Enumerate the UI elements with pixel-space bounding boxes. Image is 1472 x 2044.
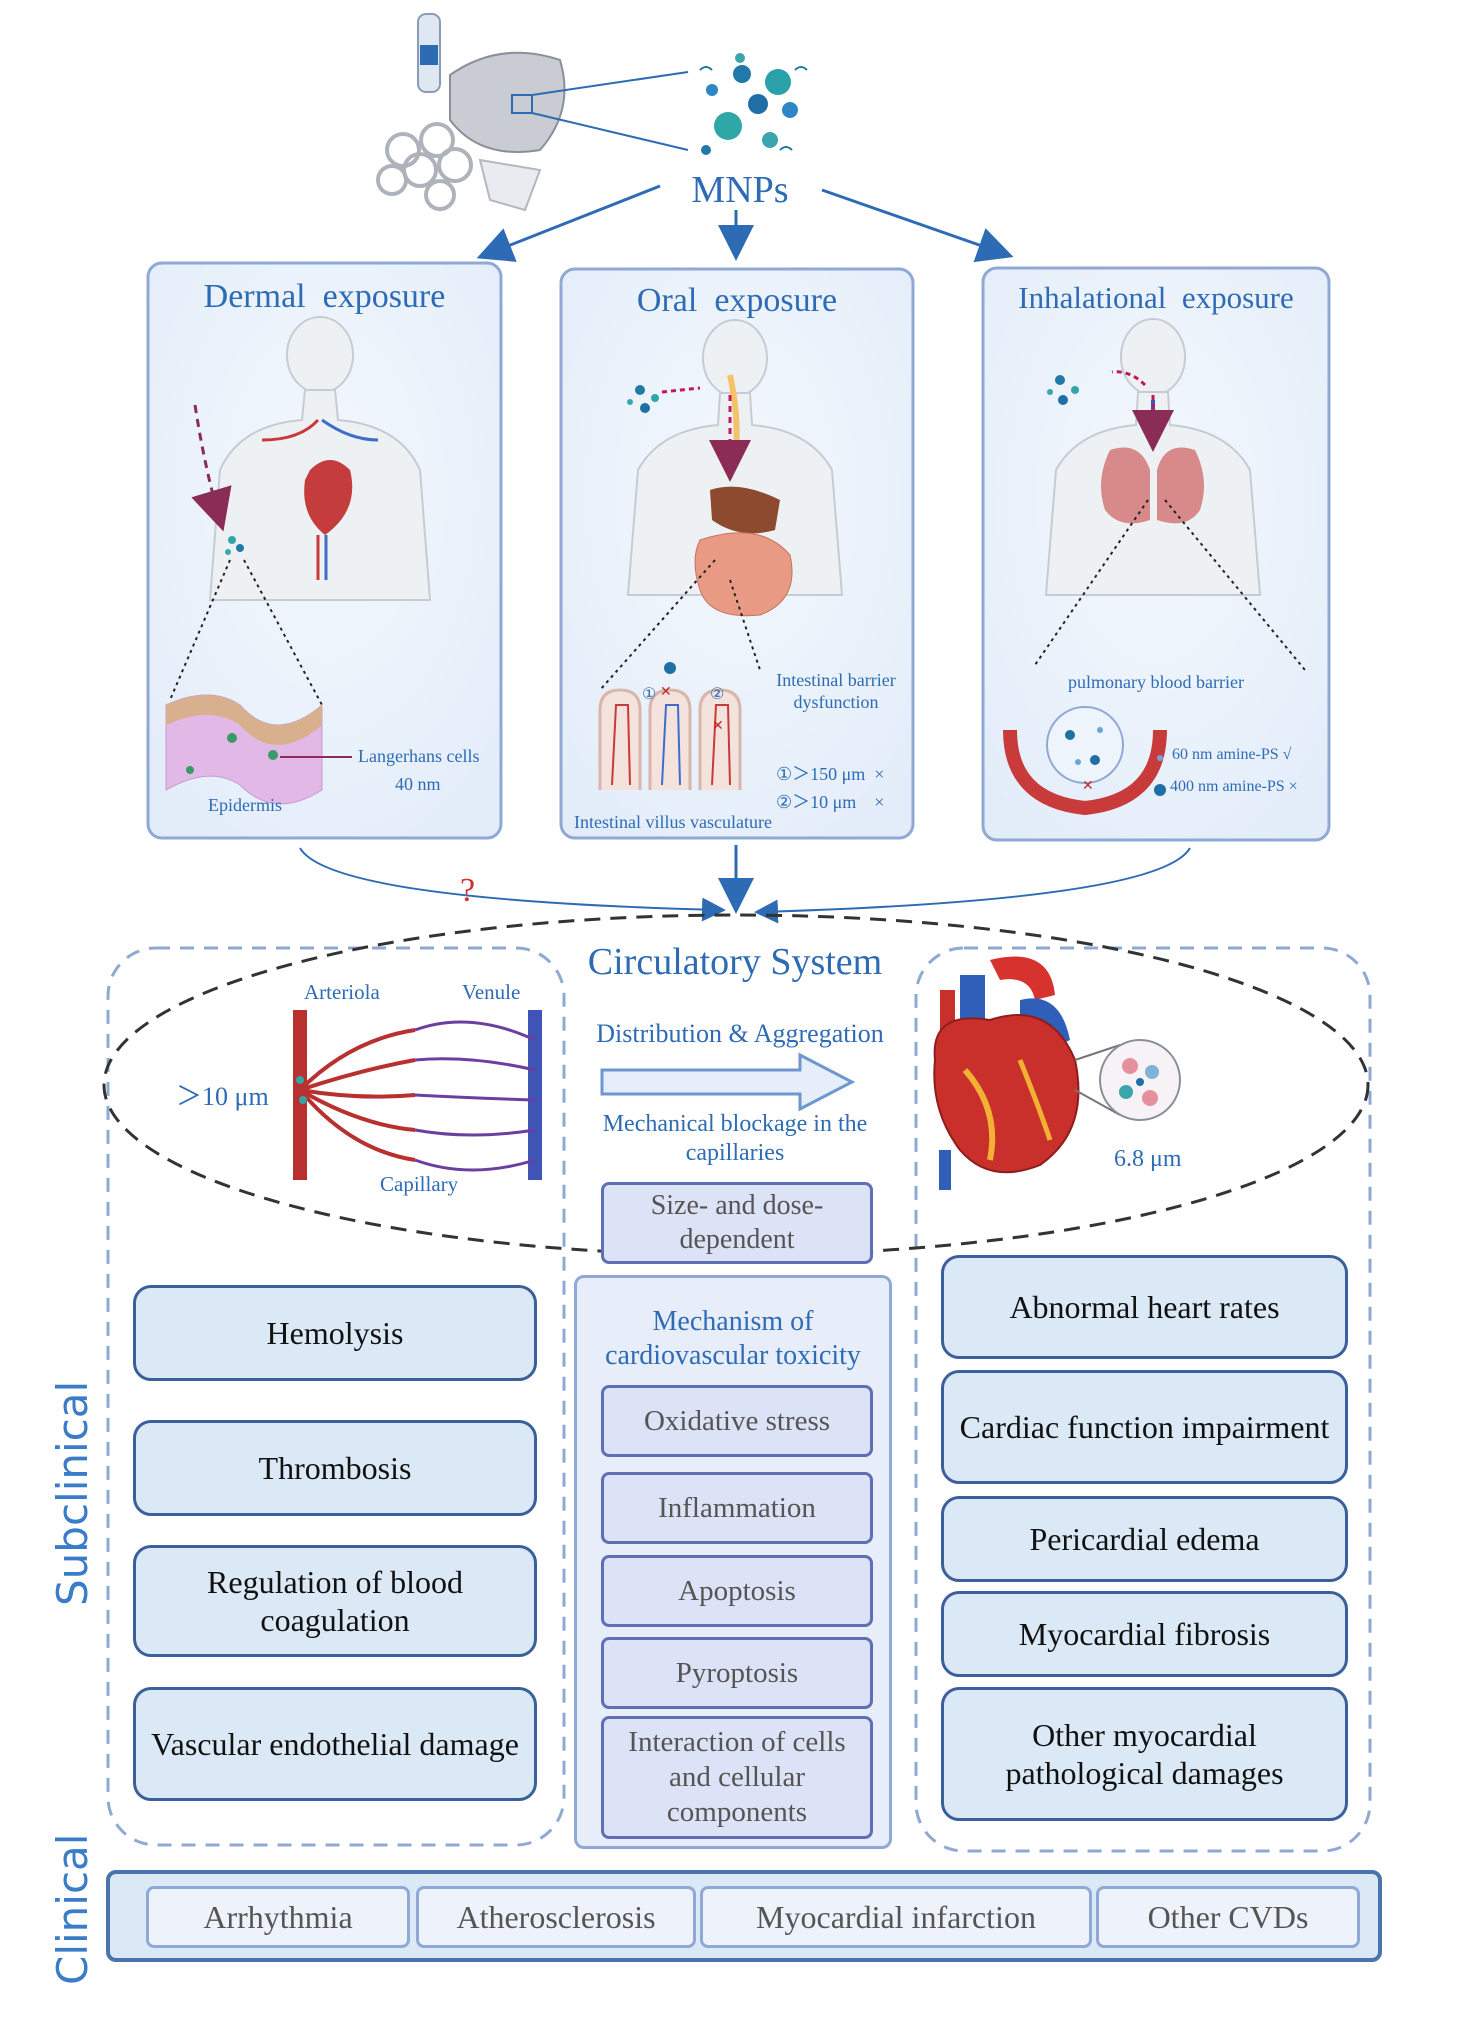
right-item-other-damages: Other myocardial pathological damages xyxy=(941,1687,1348,1821)
inhal-size-item-1: 60 nm amine-PS √ xyxy=(1172,746,1292,763)
mechanism-oxidative-stress: Oxidative stress xyxy=(601,1385,873,1457)
villus-marker-1: ① xyxy=(642,686,657,703)
capillary-network-icon xyxy=(293,1010,542,1180)
mechanism-pyroptosis: Pyroptosis xyxy=(601,1637,873,1709)
langerhans-size-label: 40 nm xyxy=(395,774,441,794)
mechanism-inflammation: Inflammation xyxy=(601,1472,873,1544)
svg-text:✕: ✕ xyxy=(712,719,724,734)
size-left-label: ＞10 μm xyxy=(176,1082,269,1111)
clinical-myocardial-infarction: Myocardial infarction xyxy=(700,1886,1092,1948)
svg-text:✕: ✕ xyxy=(1082,779,1094,794)
right-item-heart-rates: Abnormal heart rates xyxy=(941,1255,1348,1359)
venule-label: Venule xyxy=(462,980,521,1004)
dermal-exposure-title: Dermal exposure xyxy=(203,278,446,315)
convergence-arrows xyxy=(299,845,1191,924)
arteriola-label: Arteriola xyxy=(304,980,380,1004)
intestinal-villi-icon: ✕ ✕ xyxy=(598,662,742,790)
exposure-arrows xyxy=(476,184,1014,263)
size-dose-dependent-box: Size- and dose-dependent xyxy=(601,1182,873,1264)
distribution-label: Distribution & Aggregation xyxy=(596,1019,884,1048)
mechanism-cell-interaction: Interaction of cells and cellular compon… xyxy=(601,1716,873,1839)
right-item-myocardial-fibrosis: Myocardial fibrosis xyxy=(941,1591,1348,1677)
clinical-arrhythmia: Arrhythmia xyxy=(146,1886,410,1948)
heart-icon xyxy=(933,956,1181,1190)
oral-size-item-1: ①＞150 μm × xyxy=(776,764,885,784)
left-subclinical-container xyxy=(106,946,566,1847)
oral-size-item-2: ②＞10 μm × xyxy=(776,792,885,812)
capillary-label: Capillary xyxy=(380,1172,459,1196)
mnps-label: MNPs xyxy=(691,169,789,211)
size-right-label: 6.8 μm xyxy=(1114,1146,1182,1172)
left-item-coagulation: Regulation of blood coagulation xyxy=(133,1545,537,1657)
villus-marker-2: ② xyxy=(710,686,725,703)
left-item-thrombosis: Thrombosis xyxy=(133,1420,537,1516)
mechanism-apoptosis: Apoptosis xyxy=(601,1555,873,1627)
pulmonary-barrier-label: pulmonary blood barrier xyxy=(1068,672,1244,692)
right-item-pericardial-edema: Pericardial edema xyxy=(941,1496,1348,1582)
epidermis-label: Epidermis xyxy=(208,795,282,815)
alveolus-icon: ✕ xyxy=(1003,706,1167,816)
epidermis-icon xyxy=(165,694,352,805)
inhal-size-item-2: 400 nm amine-PS × xyxy=(1170,778,1298,795)
inhalational-exposure-title: Inhalational exposure xyxy=(1018,280,1294,315)
subclinical-label: Subclinical xyxy=(48,1380,97,1606)
left-item-hemolysis: Hemolysis xyxy=(133,1285,537,1381)
langerhans-label: Langerhans cells xyxy=(358,746,480,766)
distribution-arrow-icon xyxy=(600,1052,856,1112)
clinical-atherosclerosis: Atherosclerosis xyxy=(416,1886,696,1948)
right-subclinical-container xyxy=(914,946,1372,1853)
svg-text:✕: ✕ xyxy=(660,685,672,700)
unknown-route-mark: ? xyxy=(460,872,476,909)
microplastic-particles-icon xyxy=(699,53,808,155)
mechanism-title: Mechanism of cardiovascular toxicity xyxy=(605,1306,861,1371)
blockage-label: Mechanical blockage in the capillaries xyxy=(602,1111,868,1166)
inhalational-body-icon xyxy=(1034,318,1306,671)
plastic-waste-icon xyxy=(376,13,689,212)
dermal-body-icon xyxy=(169,316,432,706)
oral-exposure-title: Oral exposure xyxy=(636,282,838,319)
clinical-label: Clinical xyxy=(48,1833,97,1985)
intestinal-barrier-label: Intestinal barrier dysfunction xyxy=(776,670,896,712)
left-item-endothelial-damage: Vascular endothelial damage xyxy=(133,1687,537,1801)
oral-body-icon xyxy=(599,319,844,691)
villus-vasculature-label: Intestinal villus vasculature xyxy=(574,812,772,832)
clinical-other-cvds: Other CVDs xyxy=(1096,1886,1360,1948)
circulatory-system-title: Circulatory System xyxy=(587,941,883,983)
right-item-cardiac-function: Cardiac function impairment xyxy=(941,1370,1348,1484)
